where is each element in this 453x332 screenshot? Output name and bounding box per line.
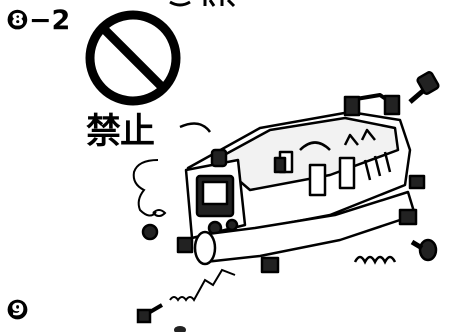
pointer-line (179, 122, 212, 133)
wire-line (169, 268, 236, 302)
cropped-header-marks (169, 0, 236, 8)
bolt-icon (353, 238, 438, 265)
step-number-8-2: ❽−2 (6, 5, 71, 36)
step-number-9: ❾ (6, 295, 29, 326)
prohibition-icon (85, 10, 181, 106)
wire-spring (132, 159, 167, 217)
screw-icon (141, 223, 159, 241)
compressor-illustration (176, 93, 426, 274)
bolt-icon (408, 71, 440, 104)
screw-icon (136, 303, 164, 324)
part-icon (174, 326, 186, 332)
prohibition-label: 禁止 (86, 112, 155, 152)
